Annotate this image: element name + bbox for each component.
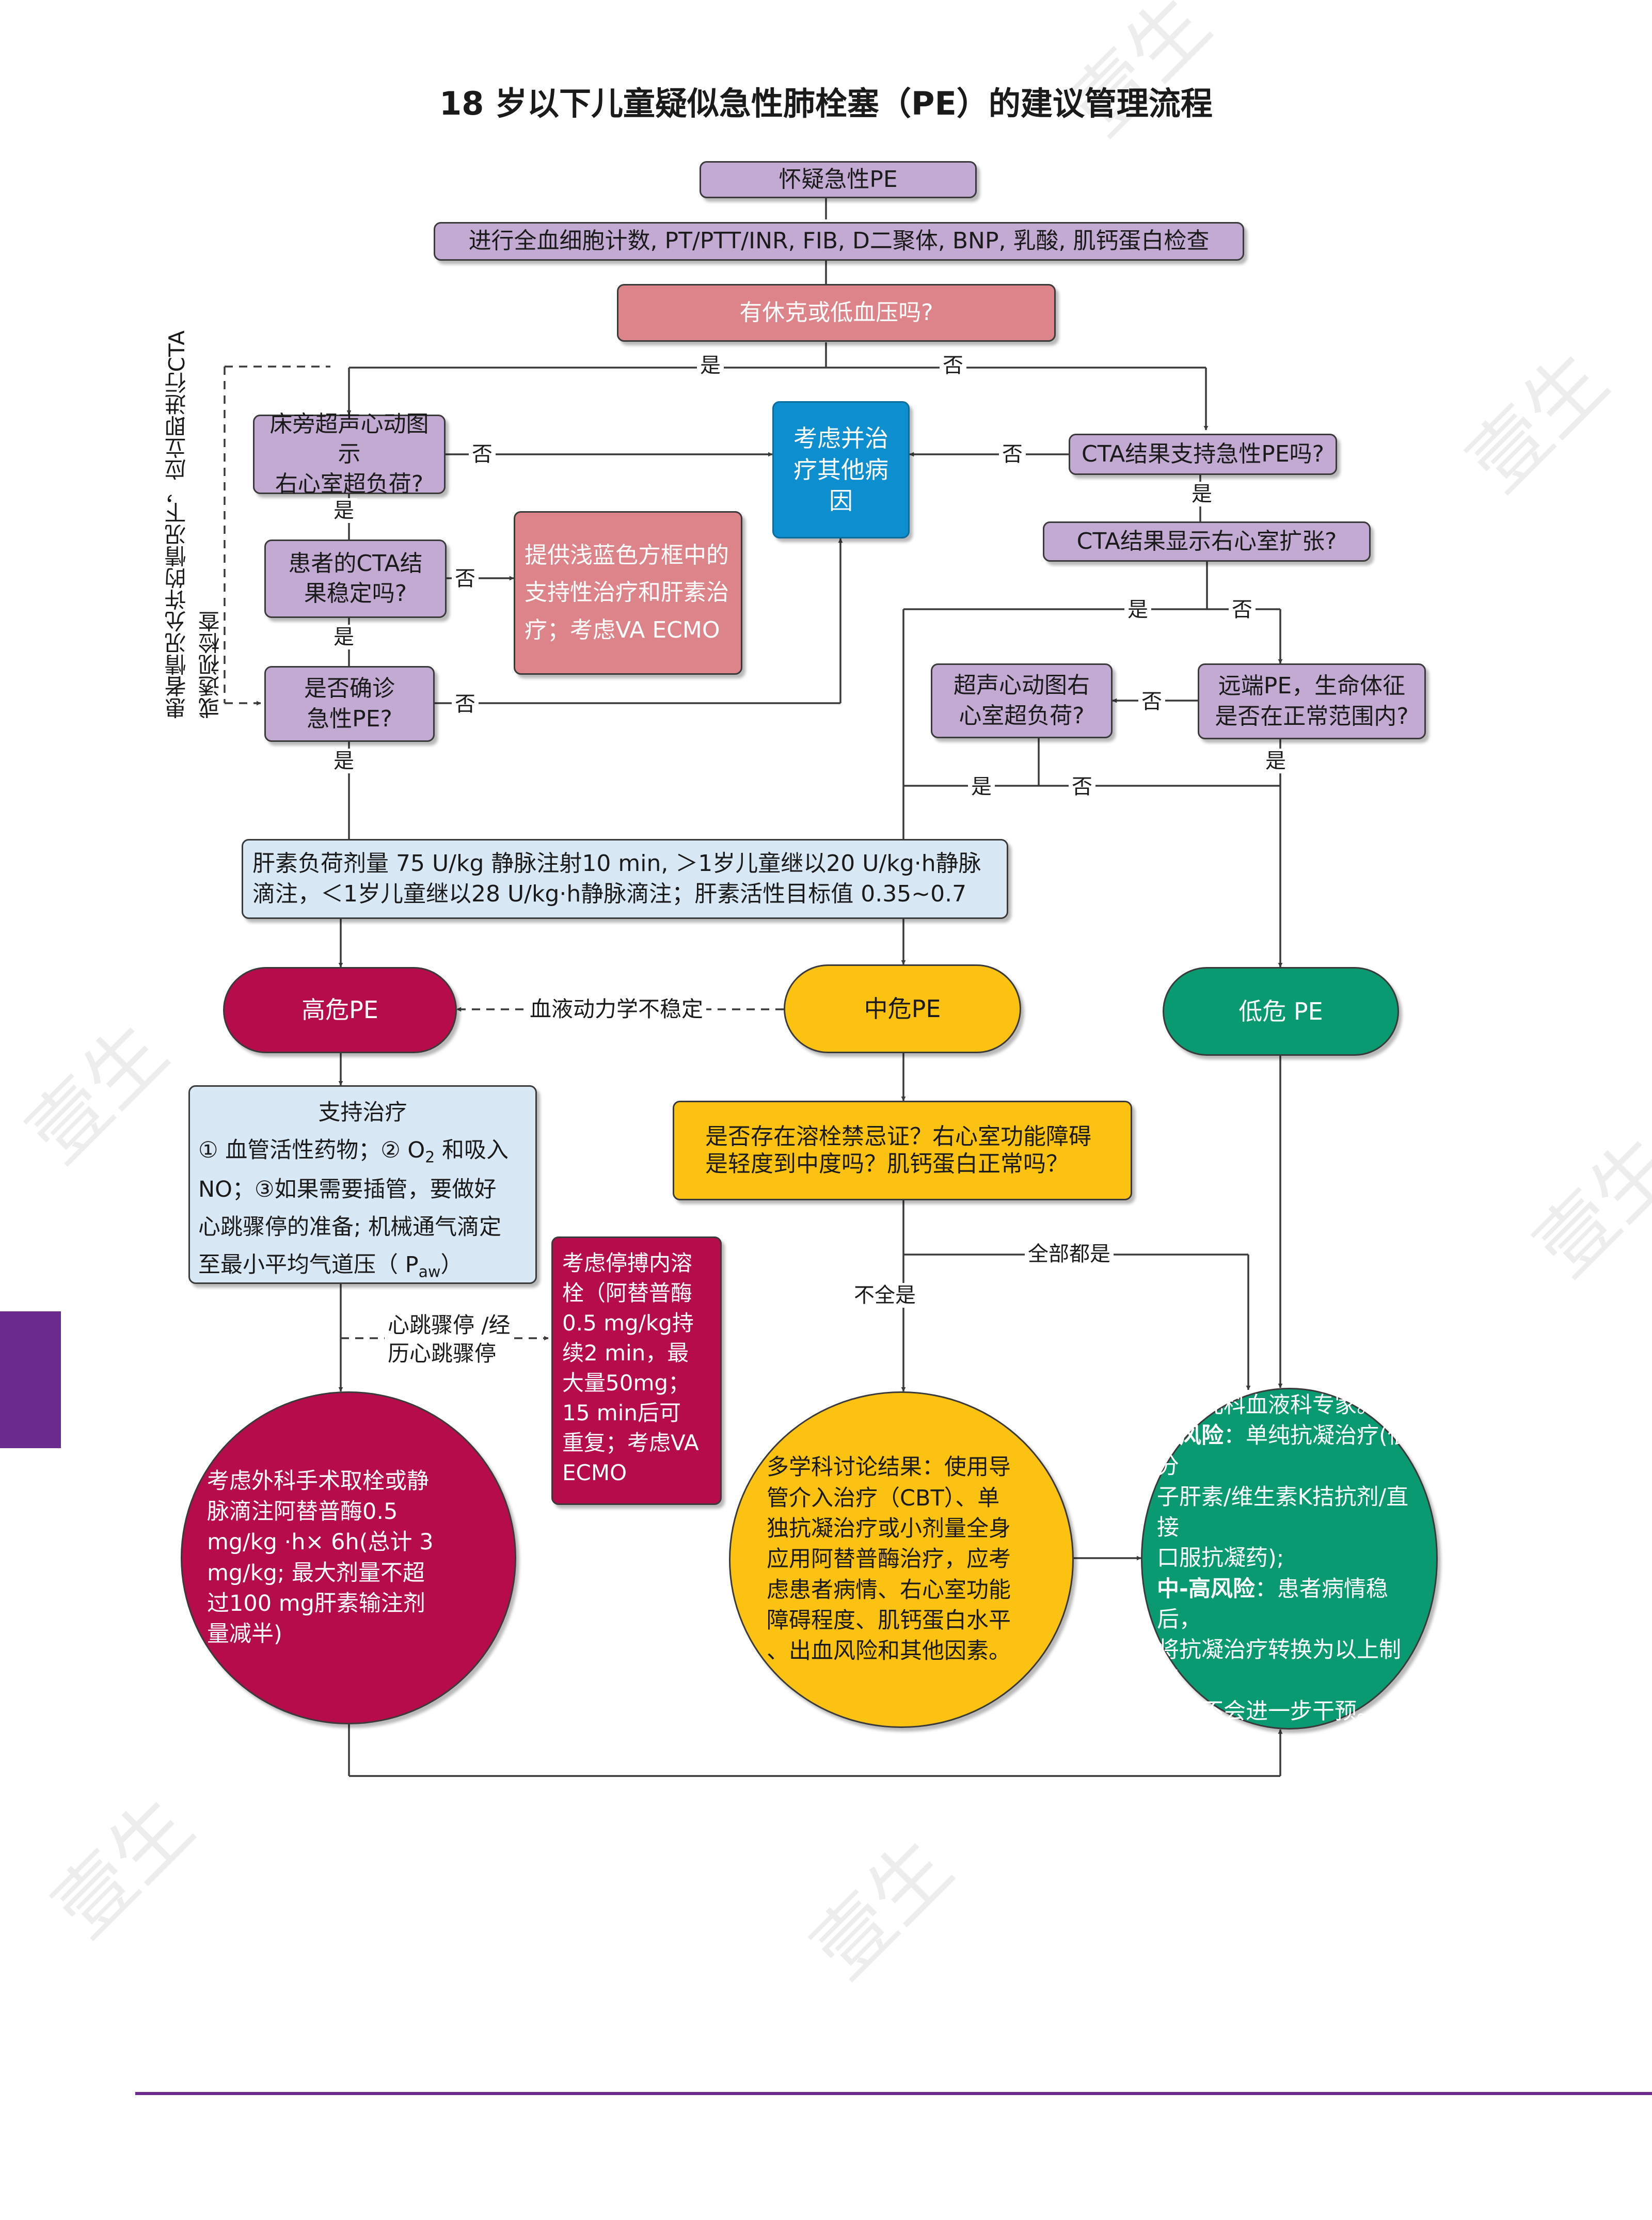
label-yes-echo: 是 xyxy=(330,498,357,523)
label-no-cta-stable: 否 xyxy=(452,566,479,591)
label-yes-distal: 是 xyxy=(1262,749,1289,773)
label-yes-cta-rv: 是 xyxy=(1124,597,1151,622)
label-unstable: 血液动力学不稳定 xyxy=(527,996,707,1023)
label-yes-echo-rv: 是 xyxy=(968,774,995,799)
shock-question-box: 有休克或低血压吗? xyxy=(617,284,1056,342)
suspect-pe-box: 怀疑急性PE xyxy=(700,161,977,198)
hem-high: 中-高风险：患者病情稳后， 将抗凝治疗转换为以上制剂， 预计不会进一步干预。 xyxy=(1157,1576,1401,1724)
label-yes-shock: 是 xyxy=(697,353,724,378)
cta-rv-box: CTA结果显示右心室扩张? xyxy=(1043,521,1371,562)
supportive-care-box: 提供浅蓝色方框中的 支持性治疗和肝素治 疗；考虑VA ECMO xyxy=(514,511,742,675)
consider-other-causes-box: 考虑并治 疗其他病 因 xyxy=(772,401,910,538)
support-body: ① 血管活性药物；② O2 和吸入 NO；③如果需要插管，要做好 心跳骤停的准备… xyxy=(198,1137,509,1281)
contraindication-box: 是否存在溶栓禁忌证？右心室功能障碍 是轻度到中度吗？肌钙蛋白正常吗？ xyxy=(673,1101,1132,1200)
label-no-cta-rv: 否 xyxy=(1229,597,1256,622)
hematology-circle: 咨询儿科血液科专家。 低风险：单纯抗凝治疗(低分 子肝素/维生素K拮抗剂/直接 … xyxy=(1141,1388,1438,1730)
hem-intro: 咨询儿科血液科专家。 xyxy=(1157,1392,1379,1418)
label-no-confirm: 否 xyxy=(452,692,479,717)
page-title: 18 岁以下儿童疑似急性肺栓塞（PE）的建议管理流程 xyxy=(439,85,1213,122)
side-tab xyxy=(0,1311,61,1448)
mdt-circle: 多学科讨论结果：使用导 管介入治疗（CBT）、单 独抗凝治疗或小剂量全身 应用阿… xyxy=(729,1391,1074,1728)
label-no-echo-rv: 否 xyxy=(1069,774,1095,799)
mid-risk-pe: 中危PE xyxy=(784,964,1021,1053)
bedside-echo-box: 床旁超声心动图示 右心室超负荷? xyxy=(253,411,446,497)
label-all-yes: 全部都是 xyxy=(1025,1242,1114,1266)
confirm-pe-box: 是否确诊 急性PE? xyxy=(264,666,435,742)
echo-rv-box: 超声心动图右 心室超负荷? xyxy=(931,663,1113,738)
low-risk-pe: 低危 PE xyxy=(1163,967,1399,1056)
support-title: 支持治疗 xyxy=(318,1100,407,1125)
cta-stable-box: 患者的CTA结 果稳定吗? xyxy=(264,540,447,618)
label-arrest: 心跳骤停 /经 历心跳骤停 xyxy=(385,1311,514,1368)
label-no-cta-support: 否 xyxy=(999,442,1026,467)
hem-low: 低风险：单纯抗凝治疗(低分 子肝素/维生素K拮抗剂/直接 口服抗凝药); xyxy=(1157,1423,1410,1572)
footer-rule xyxy=(135,2092,1652,2095)
cta-support-box: CTA结果支持急性PE吗? xyxy=(1069,434,1337,475)
high-risk-pe: 高危PE xyxy=(223,967,457,1053)
cpr-thrombolysis-box: 考虑停搏内溶 栓（阿替普酶 0.5 mg/kg持 续2 min，最 大量50mg… xyxy=(551,1236,722,1505)
label-no-echo: 否 xyxy=(469,442,496,467)
label-yes-cta-stable: 是 xyxy=(330,625,357,649)
support-treatment-box: 支持治疗 ① 血管活性药物；② O2 和吸入 NO；③如果需要插管，要做好 心跳… xyxy=(188,1085,537,1284)
surgery-circle: 考虑外科手术取栓或静 脉滴注阿替普酶0.5 mg/kg ·h× 6h(总计 3 … xyxy=(181,1391,516,1724)
side-note: 患者情况允许的情况下，应立即进行CTA 或透视检查 xyxy=(164,330,224,719)
label-not-all: 不全是 xyxy=(851,1283,919,1308)
lab-tests-box: 进行全血细胞计数, PT/PTT/INR, FIB, D二聚体, BNP, 乳酸… xyxy=(434,222,1244,261)
distal-pe-box: 远端PE，生命体征 是否在正常范围内? xyxy=(1198,663,1426,739)
heparin-box: 肝素负荷剂量 75 U/kg 静脉注射10 min, ＞1岁儿童继以20 U/k… xyxy=(242,839,1008,919)
label-yes-confirm: 是 xyxy=(330,749,357,773)
label-no-distal: 否 xyxy=(1138,689,1165,714)
label-yes-cta-support: 是 xyxy=(1188,482,1215,506)
label-no-shock: 否 xyxy=(940,353,966,378)
